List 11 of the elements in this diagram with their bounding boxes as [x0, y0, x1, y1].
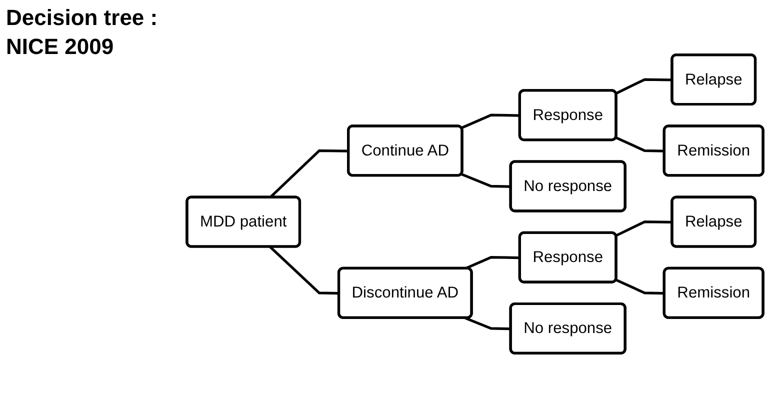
diagram-title: Decision tree : NICE 2009	[6, 4, 159, 61]
connector	[464, 256, 520, 270]
connector	[269, 246, 340, 295]
connector	[460, 173, 512, 188]
connector	[464, 316, 512, 330]
connector	[616, 136, 665, 152]
connector	[616, 220, 672, 237]
connector	[460, 114, 520, 130]
connector	[616, 278, 665, 295]
connector	[616, 78, 672, 95]
connector	[269, 149, 349, 198]
